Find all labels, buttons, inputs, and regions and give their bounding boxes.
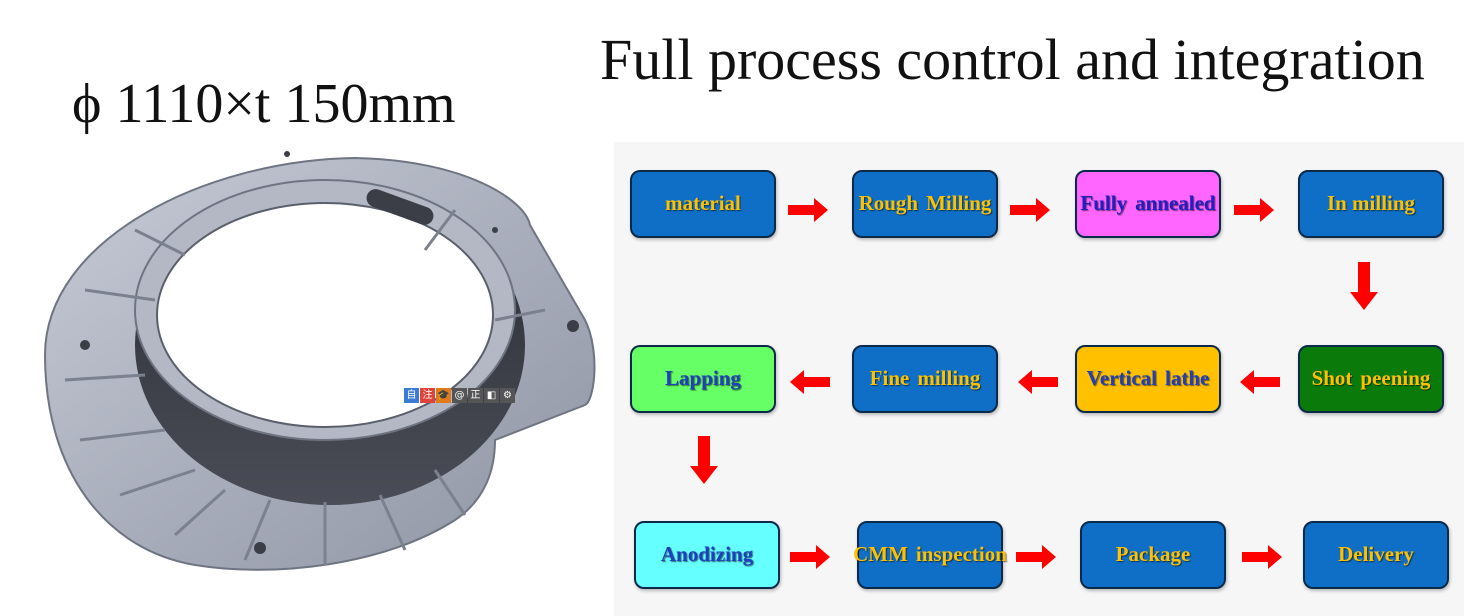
arrow-11 xyxy=(1242,545,1282,569)
arrow-6 xyxy=(1018,370,1058,394)
arrow-7 xyxy=(790,370,830,394)
process-step-material: material xyxy=(630,170,776,238)
process-step-package: Package xyxy=(1080,521,1226,589)
process-step-lapping: Lapping xyxy=(630,345,776,413)
arrow-10 xyxy=(1016,545,1056,569)
arrow-9 xyxy=(790,545,830,569)
toolbar-note-icon[interactable]: 注 xyxy=(420,388,435,403)
toolbar-at-icon[interactable]: @ xyxy=(452,388,467,403)
part-image xyxy=(43,151,596,571)
arrow-2 xyxy=(1010,198,1050,222)
toolbar-edu-icon[interactable]: 🎓 xyxy=(436,388,451,403)
arrow-5 xyxy=(1240,370,1280,394)
page-title: Full process control and integration xyxy=(600,27,1425,92)
arrow-4 xyxy=(1350,262,1378,310)
toolbar-auto-icon[interactable]: 自 xyxy=(404,388,419,403)
arrow-8 xyxy=(690,436,718,484)
process-step-anodizing: Anodizing xyxy=(634,521,780,589)
toolbar-contrast-icon[interactable]: ◧ xyxy=(484,388,499,403)
arrow-3 xyxy=(1234,198,1274,222)
process-step-delivery: Delivery xyxy=(1303,521,1449,589)
flow-arrows xyxy=(690,198,1378,569)
toolbar-correct-icon[interactable]: 正 xyxy=(468,388,483,403)
arrow-1 xyxy=(788,198,828,222)
process-step-in-milling: In milling xyxy=(1298,170,1444,238)
part-size-label: ϕ 1110×t 150mm xyxy=(72,73,456,135)
inline-toolbar: 自 注 🎓 @ 正 ◧ ⚙ xyxy=(404,388,515,403)
toolbar-gear-icon[interactable]: ⚙ xyxy=(500,388,515,403)
